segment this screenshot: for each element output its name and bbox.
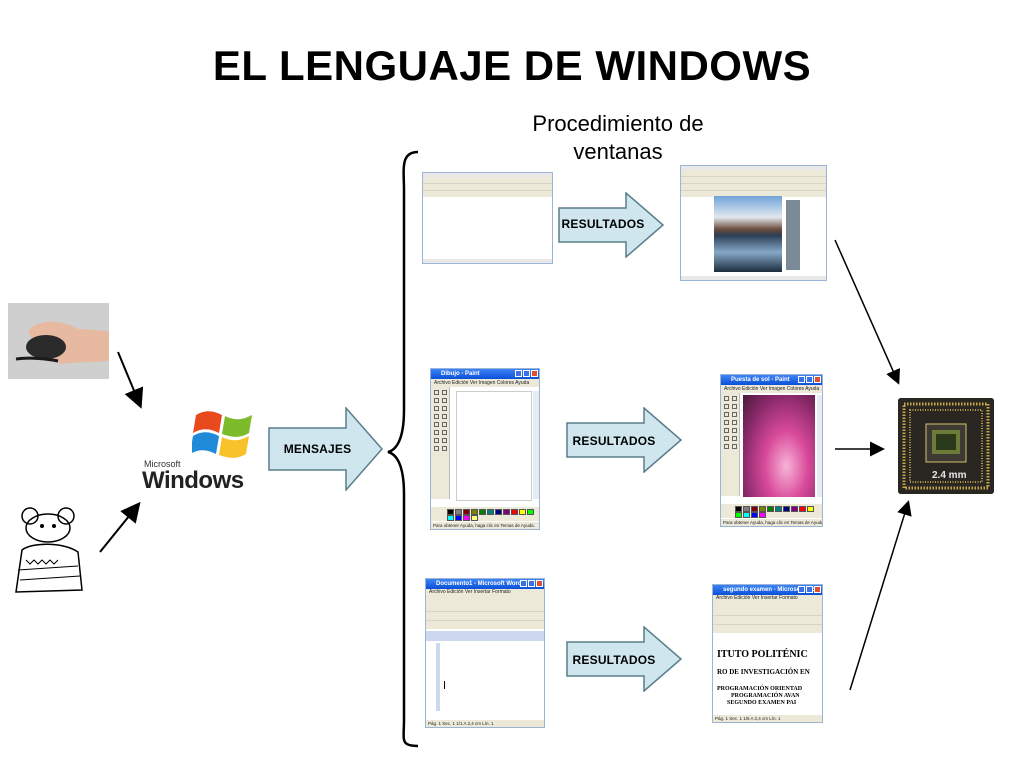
results-arrow-top: RESULTADOS	[558, 192, 664, 258]
paint-after-toolbox	[721, 393, 740, 496]
paint-after-status: Para obtener Ayuda, haga clic en Temas d…	[721, 519, 822, 526]
paint-before-canvas	[456, 391, 532, 501]
results-arrow-bottom: RESULTADOS	[566, 626, 682, 692]
doc-line-3: PROGRAMACIÓN ORIENTAD	[717, 686, 803, 692]
microsoft-wordmark: Microsoft	[144, 459, 181, 469]
paint-before-status: Para obtener Ayuda, haga clic en Temas d…	[431, 522, 539, 529]
results-label-bottom: RESULTADOS	[572, 653, 656, 667]
empty-window-thumbnail	[422, 172, 553, 264]
window-procedure-label: Procedimiento de ventanas	[500, 110, 736, 166]
results-arrow-middle: RESULTADOS	[566, 407, 682, 473]
doc-line-2: RO DE INVESTIGACIÓN EN	[717, 668, 810, 676]
sunset-photo	[743, 395, 815, 497]
word-before-title: Documento1 - Microsoft Word	[436, 581, 522, 587]
landscape-window-thumbnail	[680, 165, 827, 281]
word-window-before: Documento1 - Microsoft Word Archivo Edic…	[425, 578, 545, 728]
word-after-page: ITUTO POLITÉNIC RO DE INVESTIGACIÓN EN P…	[717, 641, 819, 713]
windows-flag-icon	[192, 411, 252, 458]
messages-label: MENSAJES	[283, 442, 352, 456]
mouse-to-windows-arrow	[117, 351, 144, 409]
doc-line-1: ITUTO POLITÉNIC	[717, 649, 808, 660]
bottom-result-to-chip-arrow	[849, 500, 912, 691]
word-after-menu: Archivo Edición Ver Insertar Formato	[713, 595, 822, 615]
mouse-hand-image	[8, 303, 109, 379]
keyboard-to-windows-arrow	[99, 501, 141, 553]
text-cursor	[444, 681, 445, 689]
word-window-after: segundo examen - Microsoft Word Archivo …	[712, 584, 823, 723]
slide-title: EL LENGUAJE DE WINDOWS	[212, 42, 812, 89]
curly-brace	[387, 150, 419, 748]
word-before-menu: Archivo Edición Ver Insertar Formato	[426, 589, 544, 611]
messages-arrow: MENSAJES	[268, 407, 383, 491]
results-label-middle: RESULTADOS	[572, 434, 656, 448]
doc-line-4: PROGRAMACIÓN AVAN	[731, 693, 800, 699]
top-result-to-chip-arrow	[834, 239, 900, 385]
doc-line-5: SEGUNDO EXAMEN PAI	[727, 700, 797, 706]
word-before-page	[436, 643, 536, 711]
word-before-status: Pág. 1 Sec. 1 1/1 A 2,4 cm Lín. 1	[426, 720, 544, 727]
word-after-status: Pág. 1 Sec. 1 1/6 A 2,4 cm Lín. 1	[713, 715, 822, 722]
chip-size-label: 2.4 mm	[932, 470, 967, 481]
mouse-cartoon-image	[8, 500, 88, 598]
paint-after-color-palette	[721, 504, 822, 518]
subtitle-line-2: ventanas	[573, 139, 663, 164]
windows-wordmark: Windows	[142, 467, 244, 494]
paint-window-after: Puesta de sol - Paint Archivo Edición Ve…	[720, 374, 823, 527]
paint-before-menu: Archivo Edición Ver Imagen Colores Ayuda	[431, 379, 539, 387]
results-label-top: RESULTADOS	[561, 217, 645, 231]
word-after-title: segundo examen - Microsoft Word	[723, 587, 822, 593]
paint-after-title: Puesta de sol - Paint	[731, 377, 790, 383]
paint-before-color-palette	[431, 507, 539, 521]
subtitle-line-1: Procedimiento de	[532, 111, 704, 136]
cpu-chip-image: 2.4 mm	[898, 398, 994, 494]
paint-before-toolbox	[431, 387, 450, 499]
windows-logo: Microsoft Windows	[140, 405, 260, 495]
paint-window-before: Dibujo - Paint Archivo Edición Ver Image…	[430, 368, 540, 530]
mountain-lake-photo	[714, 196, 782, 272]
paint-after-menu: Archivo Edición Ver Imagen Colores Ayuda	[721, 385, 822, 393]
paint-before-title: Dibujo - Paint	[441, 371, 480, 377]
